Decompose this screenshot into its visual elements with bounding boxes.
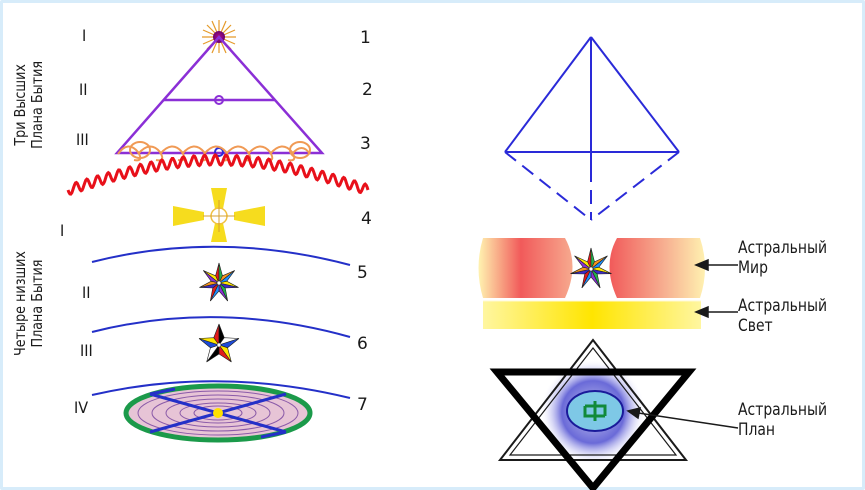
red-wave xyxy=(66,153,370,196)
upper-planes-title: Три Высших Плана Бытия xyxy=(11,60,46,149)
astral-world-band xyxy=(478,238,705,298)
level-3-node xyxy=(214,147,224,157)
number-1: 1 xyxy=(360,28,371,48)
astral-world-label: Астральный Мир xyxy=(738,238,828,278)
number-5: 5 xyxy=(357,263,368,283)
base-loops xyxy=(117,141,311,162)
seven-point-star-icon xyxy=(199,262,239,302)
astral-plane-label: Астральный План xyxy=(738,400,828,440)
roman-upper-1: I xyxy=(82,26,87,45)
number-3: 3 xyxy=(360,134,371,154)
disk-icon xyxy=(123,383,313,443)
lower-planes-title: Четыре низших Плана Бытия xyxy=(11,251,46,356)
arc-5 xyxy=(91,245,351,266)
pointer-arrows xyxy=(626,258,739,429)
roman-lower-4: IV xyxy=(74,398,89,417)
roman-lower-3: III xyxy=(80,341,93,360)
arc-7 xyxy=(91,380,351,399)
roman-lower-2: II xyxy=(82,283,91,302)
cross-icon xyxy=(173,188,265,242)
roman-upper-2: II xyxy=(79,80,88,99)
arc-6 xyxy=(91,316,351,338)
astral-star-icon xyxy=(570,247,612,289)
upper-triangle xyxy=(114,35,325,155)
astral-light-label: Астральный Свет xyxy=(738,296,828,336)
tetrahedron-icon xyxy=(504,36,680,221)
roman-lower-1: I xyxy=(60,221,65,240)
number-6: 6 xyxy=(357,334,368,354)
number-4: 4 xyxy=(361,209,372,229)
number-7: 7 xyxy=(357,395,368,415)
astral-light-band xyxy=(483,301,701,329)
five-point-star-icon xyxy=(198,323,240,363)
level-2-node xyxy=(214,95,224,105)
roman-upper-3: III xyxy=(76,130,89,149)
hexagram-icon xyxy=(489,338,697,490)
number-2: 2 xyxy=(362,80,373,100)
